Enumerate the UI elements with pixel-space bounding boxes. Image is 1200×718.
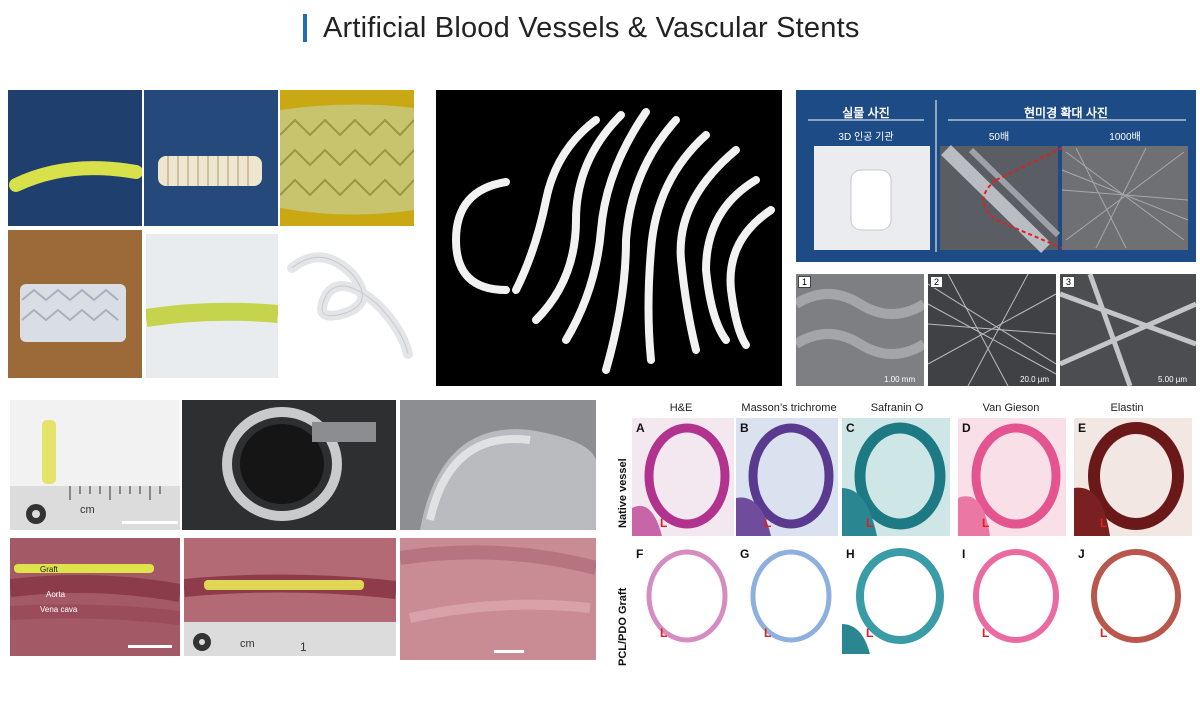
page-title: Artificial Blood Vessels & Vascular Sten… — [323, 11, 860, 44]
label-aorta: Aorta — [46, 590, 66, 599]
lumen-marker-d: L — [982, 516, 990, 530]
hist-row-graft: PCL/PDO Graft — [617, 587, 629, 666]
sem-image-1 — [796, 274, 924, 386]
hist-section-h — [842, 544, 950, 654]
sem-scale-2: 20.0 µm — [1020, 375, 1050, 384]
hist-section-g — [736, 544, 838, 654]
photo-surgery-implanted-graft — [184, 538, 396, 656]
lumen-marker-c: L — [866, 516, 874, 530]
hist-col-masson: Masson’s trichrome — [741, 402, 837, 414]
lumen-marker-j: L — [1100, 626, 1108, 640]
hist-section-e — [1074, 418, 1192, 536]
hist-row-native: Native vessel — [617, 458, 629, 528]
photo-knotted-white-tube — [282, 234, 416, 378]
hist-letter-b: B — [740, 421, 749, 435]
korean-right-title: 현미경 확대 사진 — [1024, 106, 1108, 120]
hist-letter-j: J — [1078, 547, 1085, 561]
sem-scale-1: 1.00 mm — [884, 375, 916, 384]
hist-col-elastin: Elastin — [1110, 402, 1144, 414]
hist-col-he: H&E — [669, 402, 693, 414]
sem-number-3: 3 — [1062, 276, 1076, 288]
hist-letter-h: H — [846, 547, 855, 561]
ruler-unit-1: cm — [80, 504, 95, 516]
hist-section-a — [632, 418, 734, 536]
photo-yellow-corrugated-tube — [146, 234, 278, 378]
hist-letter-c: C — [846, 421, 855, 435]
title-accent-bar — [303, 14, 307, 42]
label-graft: Graft — [40, 565, 58, 574]
photo-yellow-graft-dark-bg — [8, 90, 142, 226]
hist-section-j — [1074, 544, 1192, 654]
sem-scale-3: 5.00 µm — [1158, 375, 1188, 384]
hist-section-f — [632, 544, 734, 654]
photo-white-tubes-black-bg — [436, 90, 782, 386]
magnification-1000x: 1000배 — [1109, 132, 1141, 143]
hist-letter-f: F — [636, 547, 644, 561]
lumen-marker-f: L — [660, 626, 668, 640]
hist-section-i — [958, 544, 1066, 654]
lumen-marker-e: L — [1100, 516, 1108, 530]
sem-image-2 — [928, 274, 1056, 386]
hist-section-d — [958, 418, 1066, 536]
magnification-50x: 50배 — [988, 132, 1010, 143]
hist-section-b — [736, 418, 838, 536]
photo-mesh-stent-brown-bg — [8, 230, 142, 378]
sem-number-1: 1 — [798, 276, 812, 288]
sem-ring-closeup — [400, 400, 596, 530]
lumen-marker-i: L — [982, 626, 990, 640]
sem-number-2: 2 — [930, 276, 944, 288]
hist-letter-d: D — [962, 421, 971, 435]
ruler-unit-2: cm — [240, 638, 255, 650]
hist-letter-g: G — [740, 547, 750, 561]
label-vena-cava: Vena cava — [40, 605, 78, 614]
hist-col-safranin: Safranin O — [870, 402, 924, 414]
lumen-marker-b: L — [764, 516, 772, 530]
hist-letter-a: A — [636, 421, 645, 435]
photo-white-corrugated-graft — [144, 90, 278, 226]
hist-letter-i: I — [962, 547, 966, 561]
ruler-one: 1 — [300, 640, 307, 654]
page-header: Artificial Blood Vessels & Vascular Sten… — [303, 8, 860, 48]
hist-section-c — [842, 418, 950, 536]
photo-surgery-healed-vessel — [400, 538, 596, 660]
photo-small-yellow-tube-ruler — [10, 400, 180, 530]
sem-ring-image — [182, 400, 396, 530]
photo-stent-closeup — [280, 90, 414, 226]
sem-image-3 — [1060, 274, 1196, 386]
hist-col-vangieson: Van Gieson — [982, 402, 1040, 414]
korean-left-subtitle: 3D 인공 기관 — [838, 132, 894, 143]
korean-info-panel — [796, 90, 1196, 262]
korean-left-title: 실물 사진 — [842, 106, 890, 120]
lumen-marker-g: L — [764, 626, 772, 640]
photo-surgery-graft — [10, 538, 180, 656]
hist-letter-e: E — [1078, 421, 1087, 435]
lumen-marker-h: L — [866, 626, 874, 640]
lumen-marker-a: L — [660, 516, 668, 530]
